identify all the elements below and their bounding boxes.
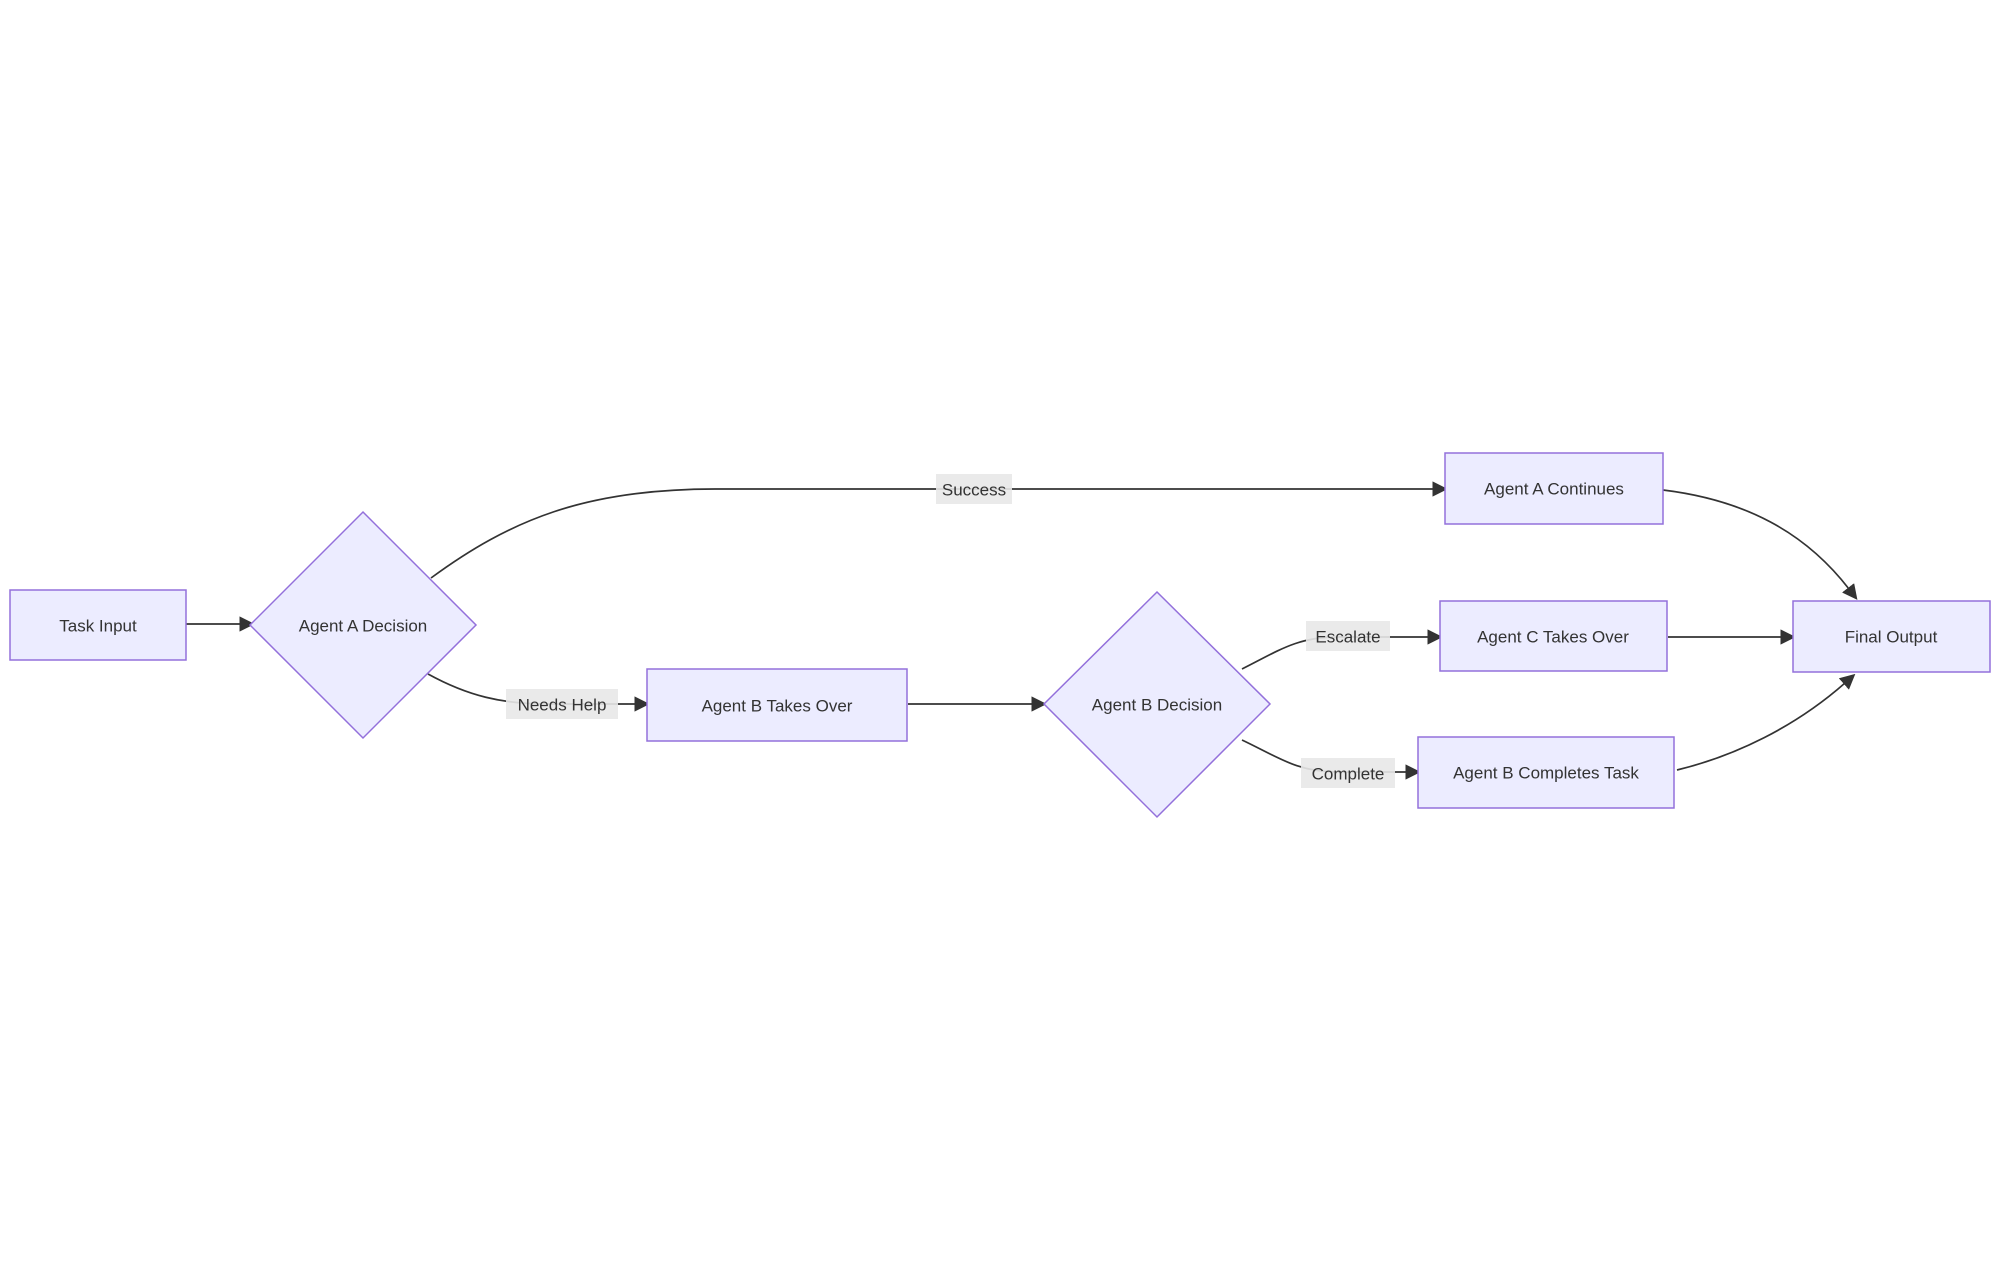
node-task-input-shape bbox=[9, 589, 187, 661]
edge-agent-b-completes-task-to-final-output bbox=[1676, 673, 1856, 771]
node-agent-c-takes-over-shape bbox=[1439, 600, 1668, 672]
node-agent-b-takes-over-shape bbox=[646, 668, 908, 742]
node-agent-c-takes-over-label: Agent C Takes Over bbox=[1477, 627, 1629, 646]
node-final-output-label: Final Output bbox=[1845, 627, 1938, 646]
edge-label-success: Success bbox=[936, 474, 1012, 504]
edge-label-complete: Complete bbox=[1301, 758, 1395, 788]
node-agent-c-takes-over: Agent C Takes Over bbox=[1439, 600, 1668, 672]
edge-label-success-bg bbox=[936, 474, 1012, 504]
node-agent-b-decision-label: Agent B Decision bbox=[1092, 695, 1222, 714]
edge-label-complete-bg bbox=[1301, 758, 1395, 788]
edge-label-escalate-bg bbox=[1306, 621, 1390, 651]
edges-layer bbox=[186, 481, 1858, 780]
node-task-input-label: Task Input bbox=[59, 616, 137, 635]
node-final-output: Final Output bbox=[1792, 600, 1991, 673]
edge-label-escalate: Escalate bbox=[1306, 621, 1390, 651]
edge-labels-layer: Success Needs Help Escalate Complete bbox=[506, 474, 1395, 788]
edge-agent-a-continues-to-final-output bbox=[1662, 489, 1858, 600]
node-agent-a-continues-label: Agent A Continues bbox=[1484, 479, 1624, 498]
node-agent-a-decision-label: Agent A Decision bbox=[299, 616, 428, 635]
node-agent-b-completes-task-shape bbox=[1417, 736, 1675, 809]
node-agent-b-completes-task-label: Agent B Completes Task bbox=[1453, 763, 1639, 782]
node-agent-a-decision-shape bbox=[248, 510, 478, 740]
edge-label-needs-help-text: Needs Help bbox=[518, 695, 607, 714]
edge-success-agent-a-decision-to-agent-a-continues bbox=[430, 481, 1448, 579]
nodes-layer: Task Input Agent A Decision Agent A Cont… bbox=[9, 452, 1991, 819]
node-agent-b-takes-over: Agent B Takes Over bbox=[646, 668, 908, 742]
node-task-input: Task Input bbox=[9, 589, 187, 661]
node-agent-b-takes-over-label: Agent B Takes Over bbox=[702, 696, 853, 715]
node-agent-b-decision-shape bbox=[1042, 590, 1272, 819]
edge-label-success-text: Success bbox=[942, 480, 1006, 499]
node-agent-b-completes-task: Agent B Completes Task bbox=[1417, 736, 1675, 809]
edge-label-escalate-text: Escalate bbox=[1315, 627, 1380, 646]
edge-label-needs-help-bg bbox=[506, 689, 618, 719]
node-agent-a-continues-shape bbox=[1444, 452, 1664, 525]
node-final-output-shape bbox=[1792, 600, 1991, 673]
node-agent-b-decision: Agent B Decision bbox=[1042, 590, 1272, 819]
edge-label-complete-text: Complete bbox=[1312, 764, 1385, 783]
node-agent-a-continues: Agent A Continues bbox=[1444, 452, 1664, 525]
edge-label-needs-help: Needs Help bbox=[506, 689, 618, 719]
node-agent-a-decision: Agent A Decision bbox=[248, 510, 478, 740]
